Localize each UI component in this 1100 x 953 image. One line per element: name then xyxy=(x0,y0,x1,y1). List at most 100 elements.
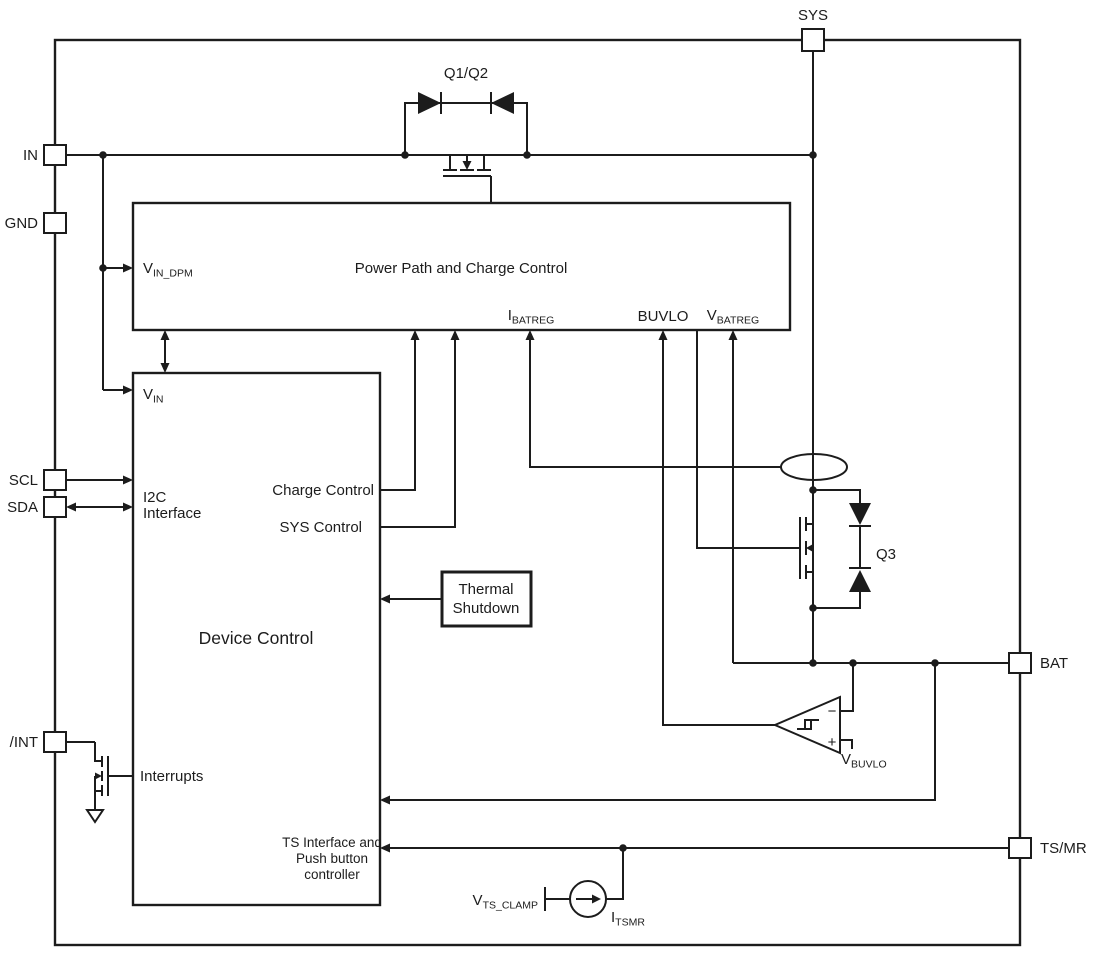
arrow-vbatreg xyxy=(728,330,738,340)
junction-dot xyxy=(99,151,107,159)
pin-tsmr: TS/MR xyxy=(1008,837,1087,859)
q3-label: Q3 xyxy=(876,546,896,563)
vin-label: VIN xyxy=(143,386,164,406)
pin-sys: SYS xyxy=(798,7,828,52)
i2c-label-2: Interface xyxy=(143,505,201,522)
junction-dot xyxy=(401,151,409,159)
comparator-plus-sign: + xyxy=(828,734,837,751)
wire-comparator-minus-input xyxy=(840,663,854,712)
arrow-vindpm xyxy=(123,263,133,273)
pin-in-label: IN xyxy=(23,147,38,164)
wire-sys-control xyxy=(380,340,456,528)
q3-diode-bottom xyxy=(849,570,871,592)
junction-dot xyxy=(809,604,817,612)
arrow-thermal xyxy=(380,594,390,604)
int-fet-drain xyxy=(94,742,102,762)
buvlo-comparator: − + VBUVLO xyxy=(772,695,887,771)
device-control-title: Device Control xyxy=(199,628,314,648)
pin-sys-square xyxy=(801,28,825,52)
comparator-triangle xyxy=(772,695,841,755)
pin-sda: SDA xyxy=(7,496,67,518)
arrow-bat-feedback xyxy=(380,795,390,805)
q2-body-diode xyxy=(491,92,514,114)
pin-sys-label: SYS xyxy=(798,7,828,24)
wire-q3-diode-bottom xyxy=(813,592,861,609)
vts-clamp-label: VTS_CLAMP xyxy=(473,892,538,912)
pin-scl-square xyxy=(43,469,67,491)
ts-interface-label-1: TS Interface and xyxy=(282,835,382,850)
int-fet-source xyxy=(94,790,102,806)
ts-interface-label-2: Push button xyxy=(296,851,368,866)
pins: SYS IN GND SCL SDA /INT BAT TS/MR xyxy=(5,7,1087,859)
pin-gnd-square xyxy=(43,212,67,234)
int-fet-body-arrow xyxy=(95,772,102,780)
wire-ibatreg-sense xyxy=(529,340,781,468)
pin-gnd-label: GND xyxy=(5,215,39,232)
power-path-rect xyxy=(131,201,792,332)
pin-tsmr-square xyxy=(1008,837,1032,859)
arrow-ibatreg xyxy=(525,330,535,340)
pin-bat: BAT xyxy=(1008,652,1068,674)
device-control-block: Device Control xyxy=(131,371,382,907)
q1q2-fet-body-arrow xyxy=(462,161,472,170)
thermal-shutdown-rect xyxy=(440,570,533,628)
junction-dot xyxy=(931,659,939,667)
pin-gnd: GND xyxy=(5,212,67,234)
arrow-buvlo xyxy=(658,330,668,340)
pin-int-square xyxy=(43,731,67,753)
junction-dots xyxy=(99,151,939,852)
interrupts-label: Interrupts xyxy=(140,768,203,785)
ground-icon xyxy=(85,809,105,824)
ts-interface-label-3: controller xyxy=(304,867,360,882)
charge-control-label: Charge Control xyxy=(272,482,374,499)
pin-bat-square xyxy=(1008,652,1032,674)
pin-in-square xyxy=(43,144,67,166)
ibatreg-label: IBATREG xyxy=(508,307,555,327)
vbuvlo-label: VBUVLO xyxy=(841,751,887,771)
q3-transistor: Q3 xyxy=(799,503,896,592)
hysteresis-icon xyxy=(797,719,819,730)
wire-bat-feedback xyxy=(390,663,936,801)
arrow-sda-out xyxy=(66,502,76,512)
itsmr-label: ITSMR xyxy=(611,909,645,929)
wire-charge-control xyxy=(380,340,416,491)
ts-current-source: VTS_CLAMP ITSMR xyxy=(473,880,645,929)
thermal-shutdown-label-2: Shutdown xyxy=(453,600,520,617)
junction-dot xyxy=(809,486,817,494)
signal-labels: VIN_DPM IBATREG BUVLO VBATREG VIN I2C In… xyxy=(140,260,759,882)
junction-dot xyxy=(619,844,627,852)
wire-q1q2-loop xyxy=(404,102,528,155)
wires xyxy=(66,51,1009,911)
sys-control-label: SYS Control xyxy=(279,519,362,536)
q3-fet-body-arrow xyxy=(806,543,814,553)
thermal-shutdown-label-1: Thermal xyxy=(458,581,513,598)
pin-scl-label: SCL xyxy=(9,472,38,489)
power-path-title: Power Path and Charge Control xyxy=(355,260,568,277)
q3-diode-top xyxy=(849,503,871,525)
arrowheads xyxy=(66,263,738,853)
vbatreg-label: VBATREG xyxy=(707,307,759,327)
vindpm-label: VIN_DPM xyxy=(143,260,193,280)
power-path-block: Power Path and Charge Control xyxy=(131,201,792,332)
pin-bat-label: BAT xyxy=(1040,655,1068,672)
arrow-sda-in xyxy=(123,502,133,512)
int-fet xyxy=(85,742,133,824)
q3-fet-stubs xyxy=(806,523,813,573)
wire-ts-source xyxy=(606,848,624,900)
pin-sda-square xyxy=(43,496,67,518)
junction-dot xyxy=(99,264,107,272)
junction-dot xyxy=(809,659,817,667)
device-boundary xyxy=(53,38,1022,947)
wire-q3-diode-top xyxy=(813,489,861,503)
current-sense-loop xyxy=(780,453,848,481)
arrow-ts xyxy=(380,843,390,853)
arrow-link-up xyxy=(160,330,170,340)
pin-int-label: /INT xyxy=(10,734,38,751)
i2c-label-1: I2C xyxy=(143,489,167,506)
pin-sda-label: SDA xyxy=(7,499,38,516)
device-control-rect xyxy=(131,371,382,907)
thermal-shutdown-block: Thermal Shutdown xyxy=(440,570,533,628)
pin-int: /INT xyxy=(10,731,67,753)
